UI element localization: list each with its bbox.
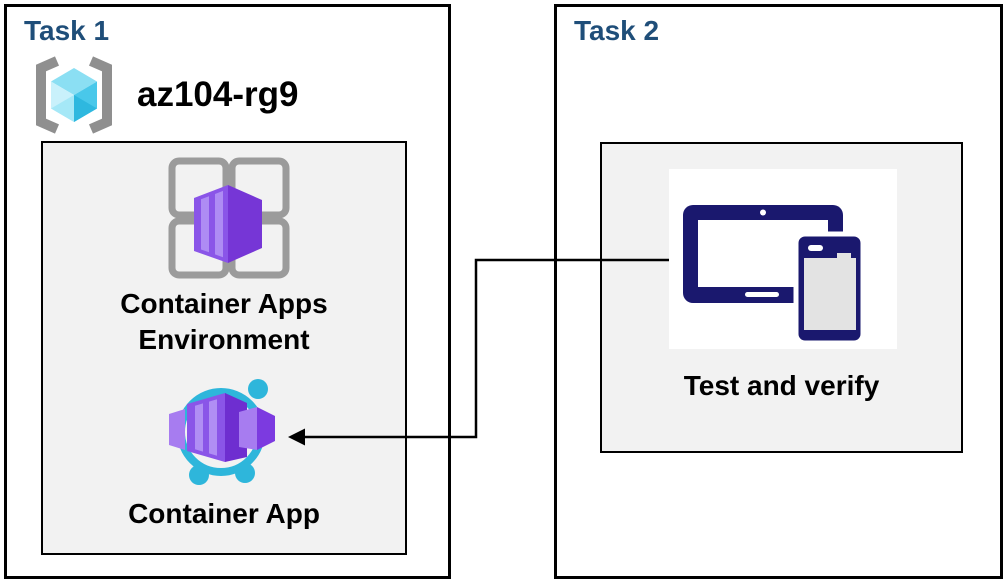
test-and-verify-label: Test and verify [683,370,880,401]
resource-group-row: az104-rg9 [27,55,298,135]
container-app-icon [169,379,275,485]
resource-group-icon [36,56,112,134]
devices-icon-background [669,169,897,349]
task2-panel: Test and verify [600,142,963,453]
task1-box: Task 1 az104-rg9 [4,4,451,579]
task2-box: Task 2 Test and verify [554,4,1003,579]
environment-label: Container Apps Environment [120,288,328,355]
devices-icon [683,205,866,346]
task1-title: Task 1 [24,15,110,46]
container-app-label: Container App [128,498,320,529]
resource-group-name: az104-rg9 [137,75,299,114]
task2-title: Task 2 [574,15,660,46]
task1-panel: Container Apps Environment Container App [41,141,407,555]
container-apps-environment-icon [168,157,290,279]
